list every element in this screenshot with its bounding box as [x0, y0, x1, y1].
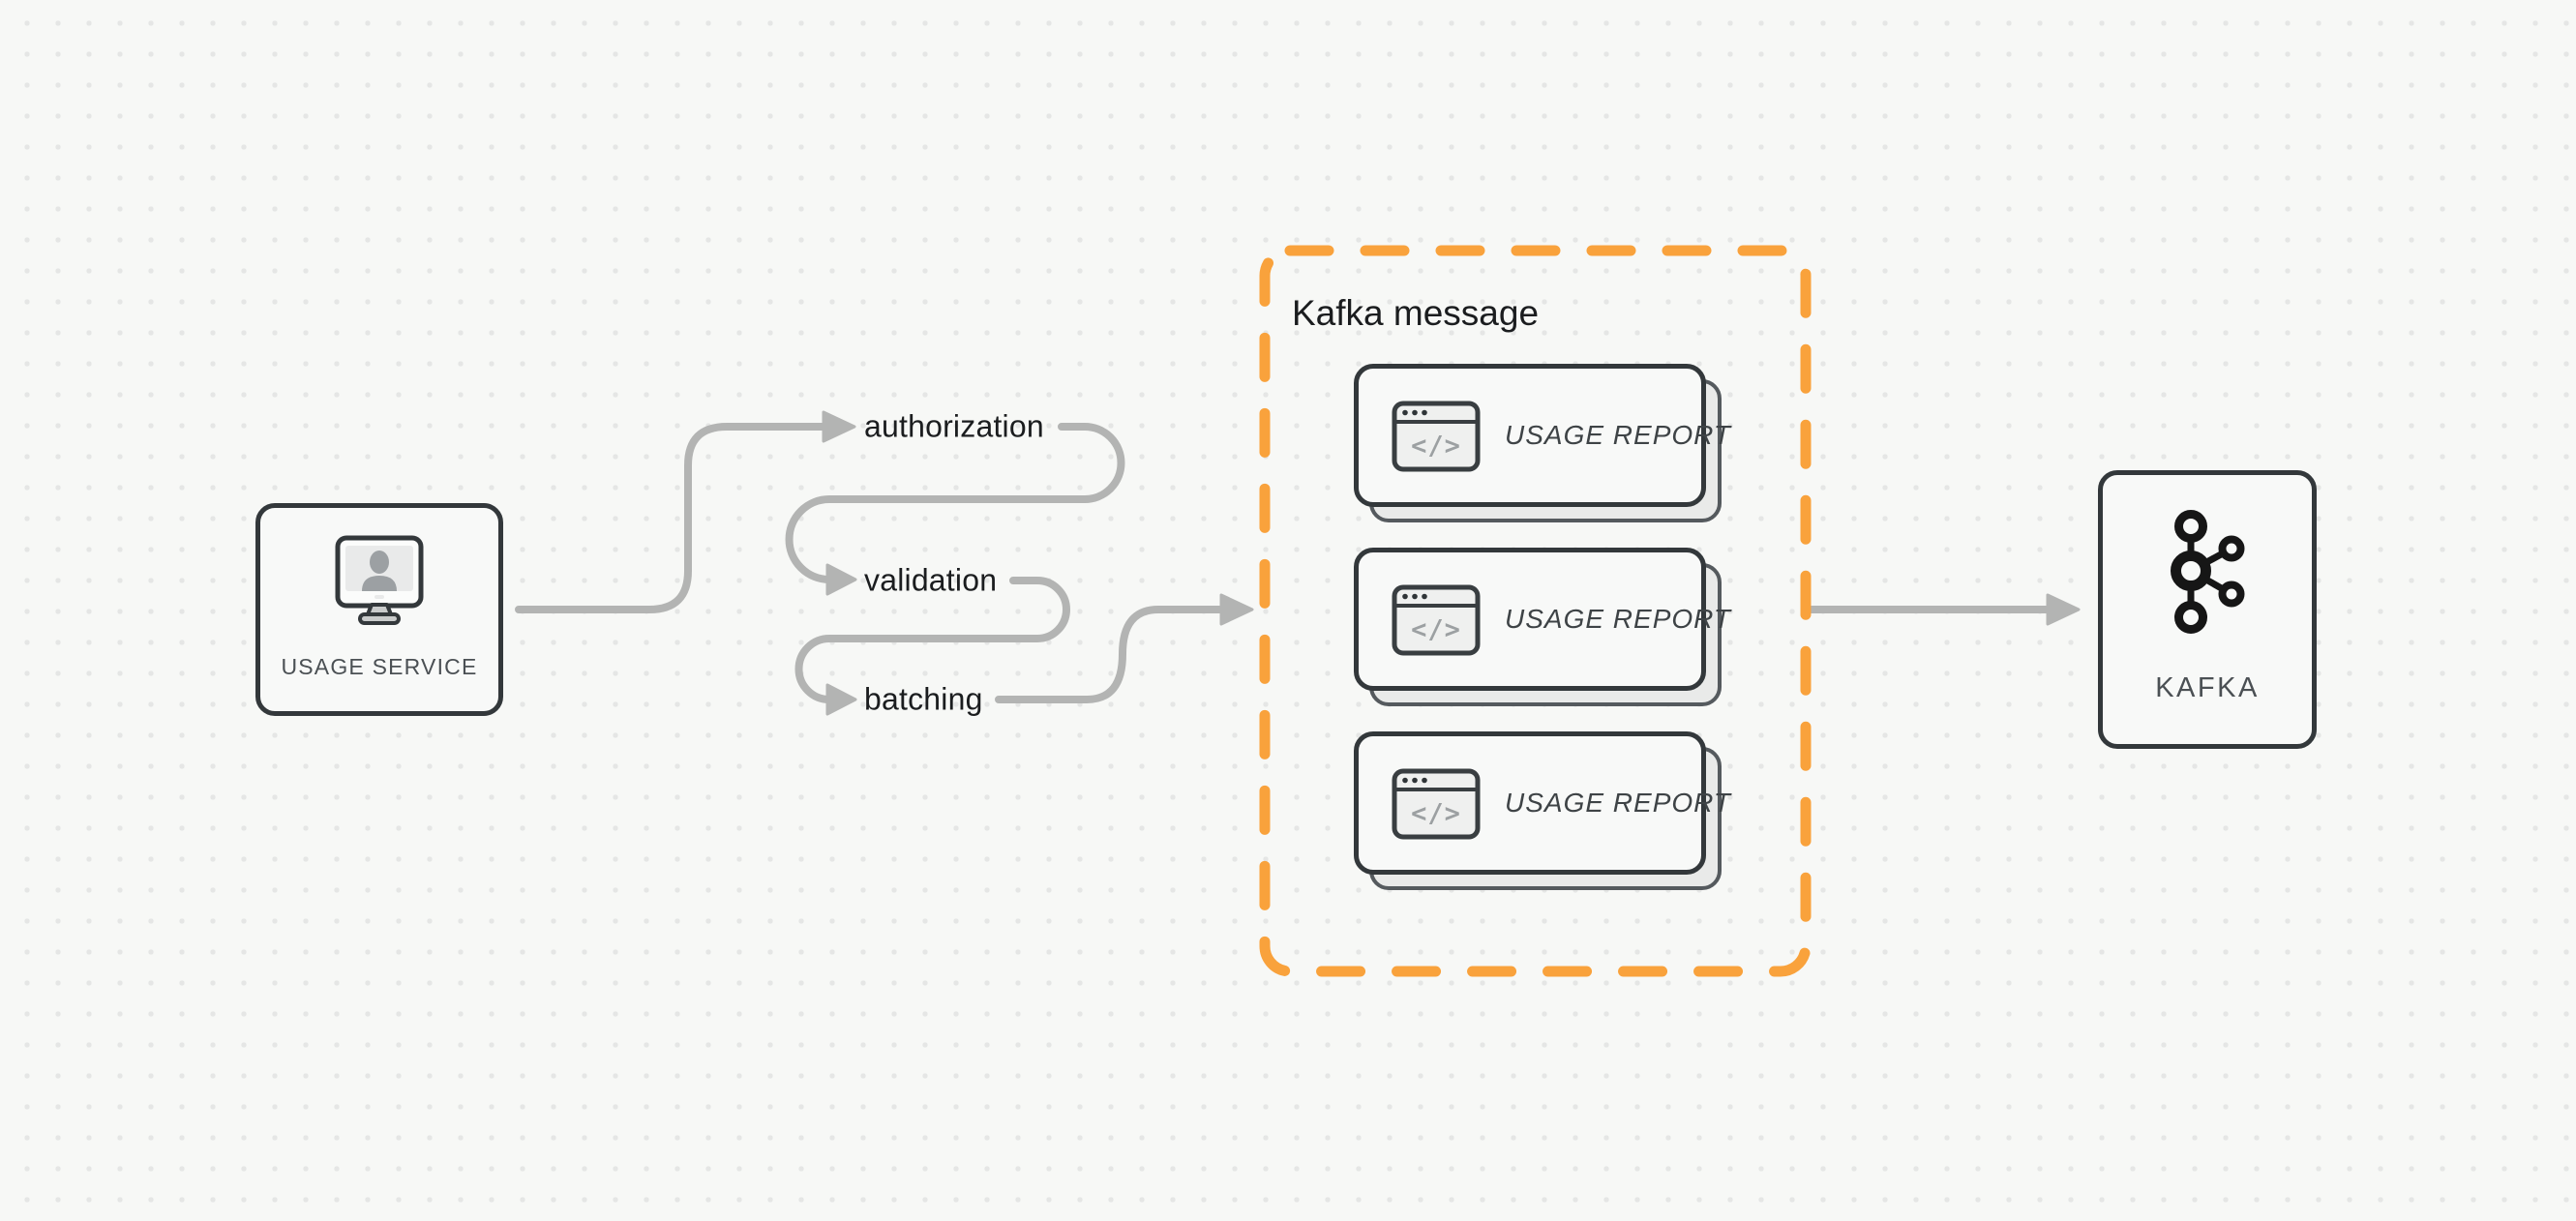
usage-report-label: USAGE REPORT: [1505, 420, 1731, 450]
usage-report-card-2: </> USAGE REPORT: [1354, 548, 1730, 706]
arrow-service-to-authorization: [515, 423, 826, 613]
code-glyph: </>: [1411, 615, 1461, 645]
step-label-validation: validation: [864, 562, 998, 598]
code-glyph: </>: [1411, 799, 1461, 829]
user-monitor-icon: [335, 535, 424, 625]
usage-report-label: USAGE REPORT: [1505, 604, 1731, 634]
arrowhead-authorization: [822, 410, 856, 443]
code-browser-icon: </>: [1392, 584, 1481, 656]
step-label-authorization: authorization: [864, 408, 1044, 444]
card-face: </> USAGE REPORT: [1354, 548, 1730, 691]
kafka-logo-icon: [2171, 510, 2245, 634]
card-face: </> USAGE REPORT: [1354, 731, 1730, 875]
arrowhead-validation: [825, 563, 857, 596]
usage-report-label: USAGE REPORT: [1505, 788, 1731, 818]
code-browser-icon: </>: [1392, 401, 1481, 472]
usage-report-card-3: </> USAGE REPORT: [1354, 731, 1730, 890]
arrow-batching-to-kafka-message: [995, 606, 1225, 703]
card-face: </> USAGE REPORT: [1354, 364, 1730, 507]
code-glyph: </>: [1411, 432, 1461, 462]
usage-report-card-1: </> USAGE REPORT: [1354, 364, 1730, 522]
code-browser-icon: </>: [1392, 768, 1481, 840]
arrowhead-kafka: [2046, 593, 2081, 626]
arrowhead-batching: [825, 683, 857, 716]
arrow-authorization-to-validation: [785, 423, 1125, 583]
node-usage-service: USAGE SERVICE: [255, 503, 503, 716]
kafka-label: KAFKA: [2155, 672, 2260, 703]
arrowhead-kafka-message: [1219, 593, 1254, 626]
usage-service-label: USAGE SERVICE: [281, 654, 478, 679]
kafka-message-group-title: Kafka message: [1292, 293, 1540, 333]
node-kafka: KAFKA: [2098, 470, 2317, 749]
step-label-batching: batching: [864, 681, 983, 717]
